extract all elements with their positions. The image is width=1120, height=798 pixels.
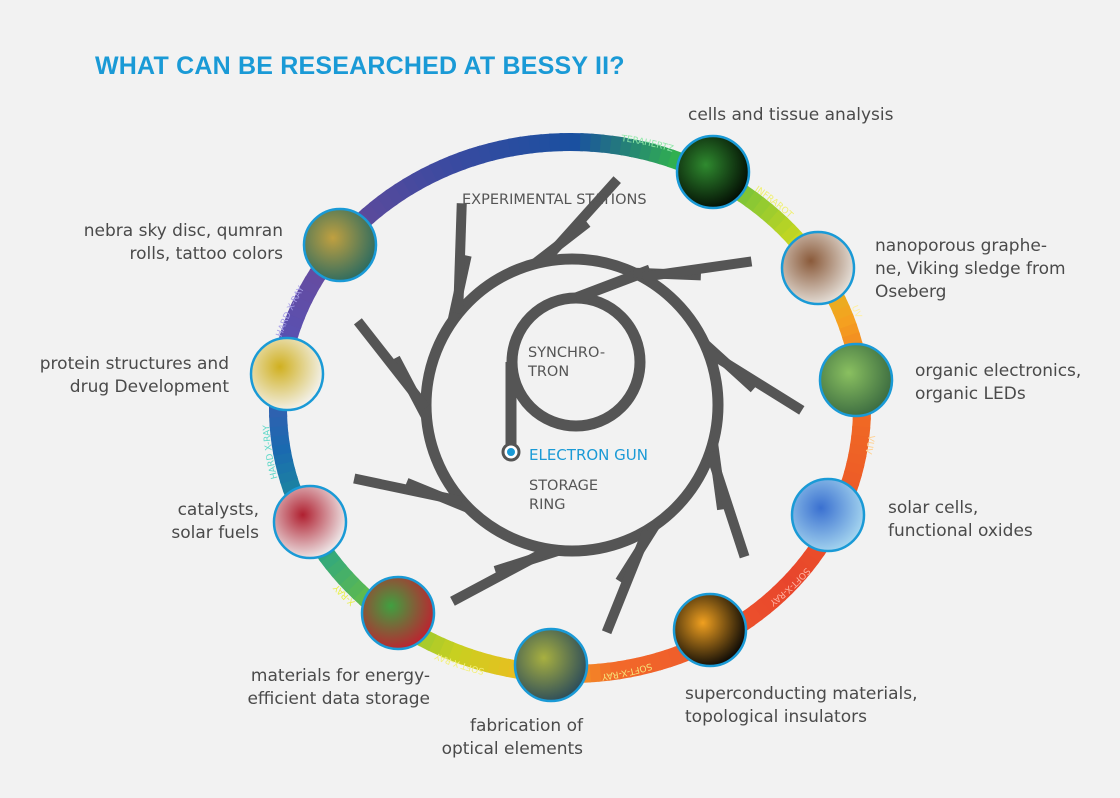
beamline [540, 176, 621, 265]
beamline [353, 318, 430, 411]
station-image-organic-electronics [818, 342, 894, 418]
electron-gun-icon [501, 442, 521, 462]
beamline [353, 473, 463, 507]
synchrotron-label: SYNCHRO- TRON [528, 344, 605, 382]
beamline [642, 256, 753, 282]
station-label-cells-tissue: cells and tissue analysis [688, 105, 894, 125]
beamline [705, 348, 805, 415]
station-label-data-storage: materials for energy-efficient data stor… [247, 666, 430, 709]
station-image-graphene-viking-sledge [780, 230, 856, 306]
beamline [453, 203, 467, 314]
station-label-solar-cells: solar cells,functional oxides [888, 498, 1033, 541]
spectrum-label: VUV [862, 434, 875, 455]
page-title: WHAT CAN BE RESEARCHED AT BESSY II? [95, 52, 625, 80]
station-image-optical-elements [513, 627, 589, 703]
station-label-catalysts: catalysts,solar fuels [171, 500, 259, 543]
storage-ring-label: STORAGE RING [529, 477, 598, 515]
experimental-stations-label: EXPERIMENTAL STATIONS [462, 192, 647, 208]
spectrum-label: UV [849, 304, 863, 320]
station-image-data-storage [360, 575, 436, 651]
synchrotron-label-line: SYNCHRO- [528, 345, 606, 361]
station-image-superconducting [672, 592, 748, 668]
storage-ring-label-line: STORAGE [529, 478, 599, 494]
station-image-nebra-sky-disc [302, 207, 378, 283]
station-image-cells-tissue [675, 134, 751, 210]
station-label-superconducting: superconducting materials,topological in… [685, 684, 918, 727]
beamline [705, 450, 750, 559]
station-image-catalysts [272, 484, 348, 560]
storage-ring-label-line: RING [529, 497, 566, 513]
station-images [249, 134, 894, 703]
station-image-solar-cells [790, 477, 866, 553]
beamline [450, 545, 552, 606]
station-image-protein [249, 336, 325, 412]
beamline [601, 528, 653, 635]
station-label-organic-electronics: organic electronics,organic LEDs [915, 361, 1082, 404]
electron-gun-label: ELECTRON GUN [529, 446, 648, 464]
synchrotron-label-line: TRON [528, 364, 570, 380]
beamlines [353, 176, 805, 635]
station-label-graphene-viking-sledge: nanoporous graphe-ne, Viking sledge from… [875, 236, 1066, 302]
